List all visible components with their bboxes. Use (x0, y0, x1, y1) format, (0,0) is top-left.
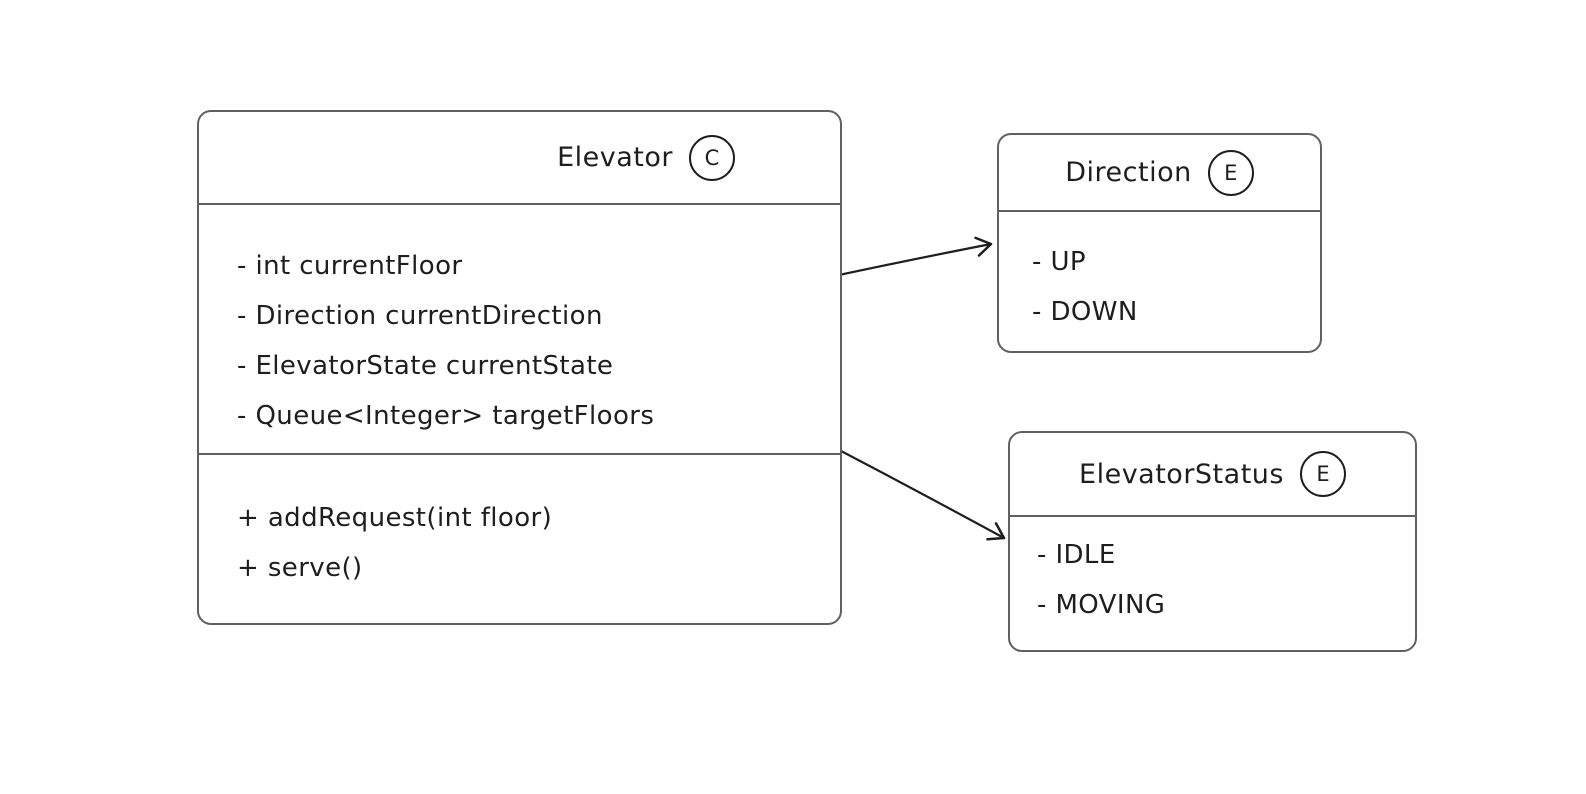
enum-box-direction[interactable]: Direction E - UP - DOWN (997, 133, 1322, 353)
elevator-status-values-section: - IDLE - MOVING (1010, 517, 1415, 630)
method-serve: + serve() (237, 553, 363, 583)
enum-value-idle: - IDLE (1037, 540, 1116, 570)
enum-badge-icon: E (1299, 451, 1346, 497)
direction-values-section: - UP - DOWN (999, 212, 1320, 337)
elevator-status-title: ElevatorStatus (1079, 458, 1284, 490)
enum-box-elevator-status[interactable]: ElevatorStatus E - IDLE - MOVING (1008, 431, 1417, 652)
elevator-attributes-section: - int currentFloor - Direction currentDi… (199, 205, 840, 455)
attribute-current-state: - ElevatorState currentState (237, 351, 614, 381)
attribute-current-direction: - Direction currentDirection (237, 301, 603, 331)
class-badge-icon: C (689, 134, 735, 181)
class-box-elevator[interactable]: Elevator C - int currentFloor - Directio… (197, 110, 842, 625)
enum-value-down: - DOWN (1032, 297, 1138, 327)
enum-value-moving: - MOVING (1037, 590, 1166, 620)
elevator-status-header: ElevatorStatus E (1010, 433, 1415, 517)
elevator-header: Elevator C (199, 112, 840, 205)
elevator-methods-section: + addRequest(int floor) + serve() (199, 455, 840, 593)
direction-header: Direction E (999, 135, 1320, 212)
enum-badge-icon: E (1207, 149, 1254, 196)
attribute-current-floor: - int currentFloor (237, 251, 463, 281)
method-add-request: + addRequest(int floor) (237, 503, 553, 533)
attribute-target-floors: - Queue<Integer> targetFloors (237, 401, 655, 431)
elevator-title: Elevator (557, 142, 673, 173)
enum-value-up: - UP (1032, 247, 1086, 277)
direction-title: Direction (1065, 157, 1192, 188)
